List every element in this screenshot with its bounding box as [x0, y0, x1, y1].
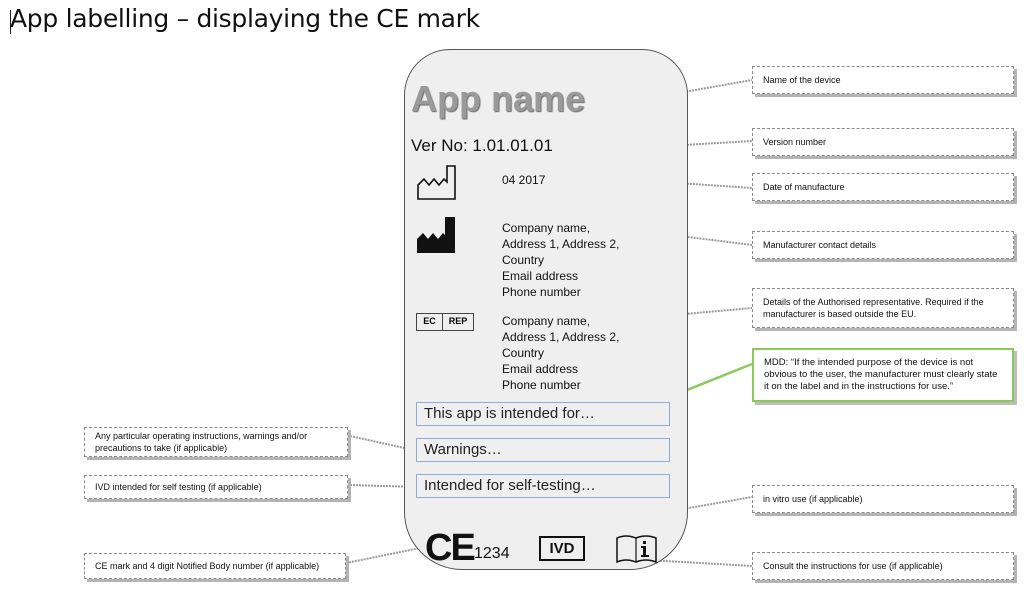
callout-manufacturer-details: Manufacturer contact details: [752, 231, 1014, 259]
callout-device-name: Name of the device: [752, 66, 1014, 94]
self-testing-field: Intended for self-testing…: [416, 474, 670, 498]
connector-selftest: [349, 484, 419, 488]
manufacture-date: 04 2017: [502, 173, 546, 187]
callout-operating-instructions: Any particular operating instructions, w…: [84, 427, 348, 457]
ec-rep-symbol: EC REP: [416, 313, 474, 331]
callout-version-number: Version number: [752, 128, 1014, 156]
ce-mark: CE: [425, 527, 476, 569]
connector-name: [632, 79, 753, 102]
ivd-symbol: IVD: [539, 536, 585, 561]
connector-ce: [345, 546, 426, 564]
factory-outline-icon: [417, 165, 456, 200]
app-name: App name: [411, 78, 586, 119]
warnings-field: Warnings…: [416, 438, 670, 462]
callout-ce-mark: CE mark and 4 digit Notified Body number…: [84, 553, 346, 579]
callout-consult-instructions: Consult the instructions for use (if app…: [752, 552, 1014, 580]
notified-body-number: 1234: [474, 545, 510, 562]
intended-use-field: This app is intended for…: [416, 402, 670, 426]
book-info-icon: [616, 535, 657, 564]
app-label-mockup: App name Ver No: 1.01.01.01 04 2017 Comp…: [404, 49, 688, 570]
manufacturer-details: Company name, Address 1, Address 2, Coun…: [502, 221, 620, 299]
callout-self-testing: IVD intended for self testing (if applic…: [84, 475, 348, 499]
connector-ifu: [647, 559, 753, 567]
text-cursor: [10, 10, 11, 34]
callout-date-of-manufacture: Date of manufacture: [752, 173, 1014, 201]
slide-title: App labelling – displaying the CE mark: [10, 4, 480, 33]
callout-authorised-rep: Details of the Authorised representative…: [752, 288, 1014, 328]
version-number: Ver No: 1.01.01.01: [411, 136, 553, 155]
callout-in-vitro-use: in vitro use (if applicable): [752, 485, 1014, 513]
authorised-rep-details: Company name, Address 1, Address 2, Coun…: [502, 314, 620, 392]
factory-filled-icon: [417, 217, 455, 253]
callout-mdd-intended-purpose: MDD: “If the intended purpose of the dev…: [752, 348, 1014, 402]
